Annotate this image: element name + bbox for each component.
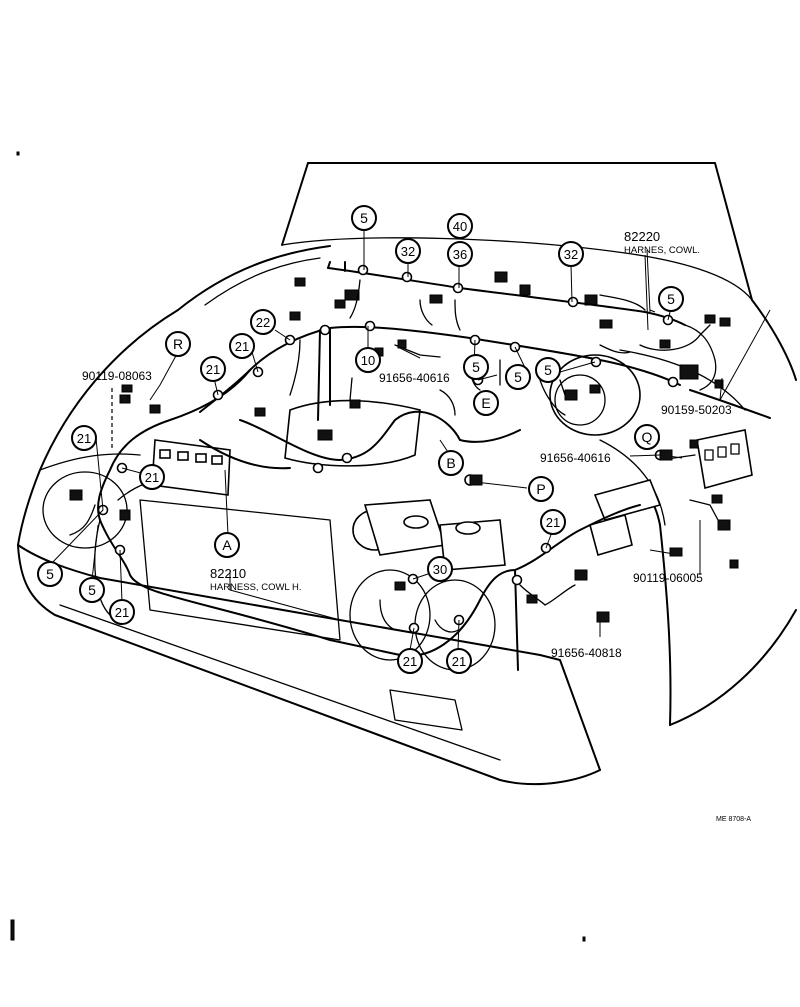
callout-label: P [536,481,545,497]
callout-bubble: 21 [109,599,135,625]
callout-bubble: 5 [535,357,561,383]
callout-label: R [173,336,183,352]
callout-label: 5 [472,359,480,375]
callout-label: 22 [256,315,270,330]
callout-label: A [222,537,232,553]
callout-label: 32 [564,247,578,262]
callout-label: 21 [452,654,466,669]
part-number-82210: 82210 [210,566,246,581]
part-number-90159-50203: 90159-50203 [661,403,732,417]
callout-label: Q [642,429,653,445]
callout-bubble: 21 [229,333,255,359]
callout-bubble: P [528,476,554,502]
callout-label: 21 [546,515,560,530]
callout-bubble: 36 [447,241,473,267]
callout-bubble: 5 [351,205,377,231]
part-number-91656-40616-lower: 91656-40616 [540,451,611,465]
callout-bubble: 5 [37,561,63,587]
callout-label: E [481,395,490,411]
callout-label: B [446,455,455,471]
callout-bubble: B [438,450,464,476]
callout-bubble: 32 [395,238,421,264]
callout-bubble: 40 [447,213,473,239]
callout-label: 5 [46,566,54,582]
callout-bubble: 21 [446,648,472,674]
callout-bubble: 5 [463,354,489,380]
figure-code: ME 8708-A [716,816,751,823]
callout-bubble: Q [634,424,660,450]
callout-bubble: 32 [558,241,584,267]
callout-label: 30 [433,562,447,577]
callout-bubble: 5 [658,286,684,312]
callout-label: 21 [235,339,249,354]
callout-label: 5 [667,291,675,307]
callout-bubble: 21 [540,509,566,535]
callout-label: 5 [360,210,368,226]
callout-label: 21 [77,431,91,446]
callout-bubble: 21 [71,425,97,451]
callout-label: 36 [453,247,467,262]
callout-bubble: 5 [79,577,105,603]
part-name-harness-cowl: HARNES, COWL. [624,245,700,256]
callout-bubble: 5 [505,364,531,390]
callout-bubble: 10 [355,347,381,373]
part-number-91656-40818: 91656-40818 [551,646,622,660]
part-labels: 82220 HARNES, COWL. 90119-08063 91656-40… [82,229,751,823]
callout-bubble: E [473,390,499,416]
callout-label: 32 [401,244,415,259]
callout-bubble: R [165,331,191,357]
callout-label: 40 [453,219,467,234]
callout-bubble: 21 [139,464,165,490]
callout-label: 21 [403,654,417,669]
part-number-90119-06005: 90119-06005 [633,571,703,585]
callout-label: 21 [115,605,129,620]
harness-wires [69,261,719,671]
small-fastener-parts [121,339,699,623]
callout-label: 5 [514,369,522,385]
callout-bubble: A [214,532,240,558]
part-number-82220: 82220 [624,229,660,244]
part-name-harness-cowl-h: HARNESS, COWL H. [210,582,302,593]
callout-bubble: 21 [200,356,226,382]
scan-marks [10,151,586,942]
part-number-90119-08063: 90119-08063 [82,369,152,383]
callout-label: 10 [361,353,375,368]
callout-label: 5 [88,582,96,598]
callout-label: 21 [206,362,220,377]
callout-label: 21 [145,470,159,485]
part-number-91656-40616-upper: 91656-40616 [379,371,450,385]
callout-bubble: 22 [250,309,276,335]
callout-bubble: 21 [397,648,423,674]
callout-bubble: 30 [427,556,453,582]
callout-label: 5 [544,362,552,378]
callout-bubbles: 5 40 32 36 32 5 22 R 21 21 10 5 5 5 E 21… [37,205,684,674]
